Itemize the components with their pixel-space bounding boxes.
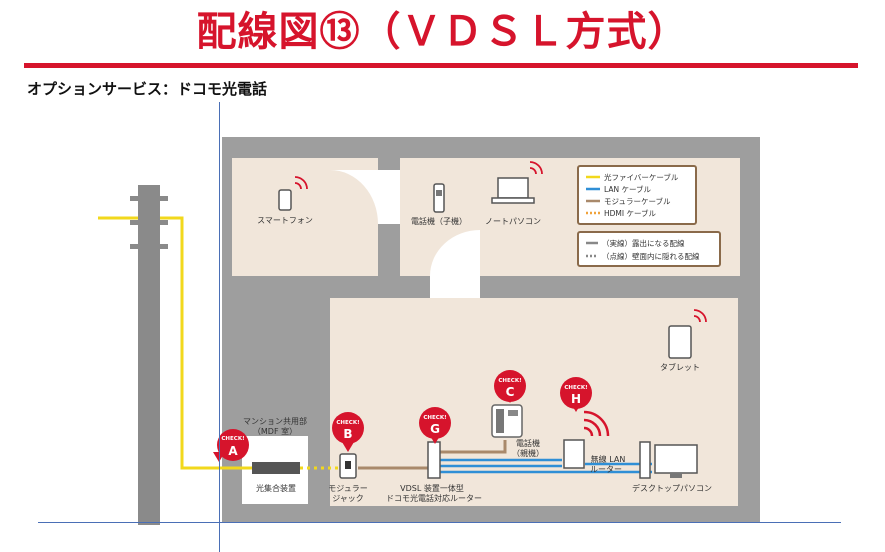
svg-text:H: H bbox=[571, 392, 581, 406]
mdf-label-line1: マンション共用部 bbox=[243, 416, 307, 426]
door-upper bbox=[330, 170, 400, 224]
svg-text:A: A bbox=[228, 444, 238, 458]
wifi-router-label-line1: 無線 LAN bbox=[591, 454, 626, 464]
notebook-label: ノートパソコン bbox=[485, 217, 541, 226]
modular-jack-label-line2: ジャック bbox=[332, 494, 364, 503]
wifi-router bbox=[563, 439, 585, 469]
guide-line-horizontal bbox=[38, 522, 841, 523]
base-phone-label-line1: 電話機 bbox=[516, 438, 540, 448]
svg-text:CHECK!: CHECK! bbox=[336, 420, 359, 426]
legend-modular-label: モジュラーケーブル bbox=[604, 196, 671, 206]
svg-text:CHECK!: CHECK! bbox=[221, 436, 244, 442]
fiber-unit bbox=[252, 462, 300, 474]
mdf-label-line2: （MDF 室） bbox=[253, 426, 297, 436]
wifi-signal-icon bbox=[529, 161, 543, 175]
check-badge-b: CHECK! B bbox=[332, 412, 364, 452]
legend-dotted-label: （点線）壁面内に隠れる配線 bbox=[602, 251, 700, 261]
svg-text:B: B bbox=[343, 427, 352, 441]
desktop-pc bbox=[639, 441, 698, 479]
wifi-router-label-line2: ルーター bbox=[590, 465, 622, 474]
legend-solid-label: （実線）露出になる配線 bbox=[602, 238, 685, 248]
base-phone-label-line2: （親機） bbox=[512, 448, 544, 458]
svg-text:G: G bbox=[430, 422, 440, 436]
option-service-label: オプションサービス：ドコモ光電話 bbox=[27, 80, 268, 98]
room-upper-left bbox=[232, 158, 378, 276]
door-lower bbox=[430, 230, 480, 298]
fiber-unit-label: 光集合装置 bbox=[256, 483, 296, 493]
svg-text:CHECK!: CHECK! bbox=[423, 415, 446, 421]
check-badge-g: CHECK! G bbox=[419, 407, 451, 444]
cordless-phone-icon bbox=[433, 183, 445, 213]
svg-text:CHECK!: CHECK! bbox=[498, 378, 521, 384]
cordless-phone-label: 電話機（子機） bbox=[411, 216, 467, 226]
lan-cable bbox=[440, 458, 652, 474]
base-phone bbox=[491, 404, 523, 438]
legend-hdmi-label: HDMI ケーブル bbox=[604, 208, 657, 218]
tablet-label: タブレット bbox=[660, 362, 700, 372]
guide-line-vertical bbox=[219, 102, 220, 552]
tablet-icon bbox=[668, 325, 692, 359]
smartphone-label: スマートフォン bbox=[257, 216, 313, 225]
svg-text:CHECK!: CHECK! bbox=[564, 385, 587, 391]
svg-text:C: C bbox=[506, 385, 515, 399]
title-underline bbox=[24, 63, 858, 68]
wifi-signal-icon bbox=[693, 309, 707, 323]
router-label-line2: ドコモ光電話対応ルーター bbox=[386, 493, 482, 503]
utility-pole bbox=[130, 185, 168, 525]
fiber-cable bbox=[98, 216, 340, 470]
notebook-icon bbox=[491, 177, 535, 204]
vdsl-router bbox=[427, 441, 441, 479]
wifi-signal-icon bbox=[583, 410, 610, 437]
modular-cable bbox=[358, 440, 507, 470]
check-badge-h: CHECK! H bbox=[560, 377, 592, 412]
legend-cables: 光ファイバーケーブル LAN ケーブル モジュラーケーブル HDMI ケーブル bbox=[577, 165, 697, 225]
modular-jack-label-line1: モジュラー bbox=[328, 484, 367, 493]
page-title: 配線図⑬（ＶＤＳＬ方式） bbox=[196, 9, 689, 55]
router-label-line1: VDSL 装置一体型 bbox=[400, 483, 464, 493]
legend-fiber-label: 光ファイバーケーブル bbox=[604, 172, 679, 182]
legend-wiring: （実線）露出になる配線 （点線）壁面内に隠れる配線 bbox=[577, 231, 721, 267]
modular-jack bbox=[339, 453, 357, 479]
wifi-signal-icon bbox=[294, 176, 308, 190]
legend-lan-label: LAN ケーブル bbox=[604, 184, 652, 194]
smartphone-icon bbox=[278, 189, 292, 211]
desktop-label: デスクトップパソコン bbox=[632, 483, 712, 493]
check-badge-c: CHECK! C bbox=[494, 370, 526, 403]
